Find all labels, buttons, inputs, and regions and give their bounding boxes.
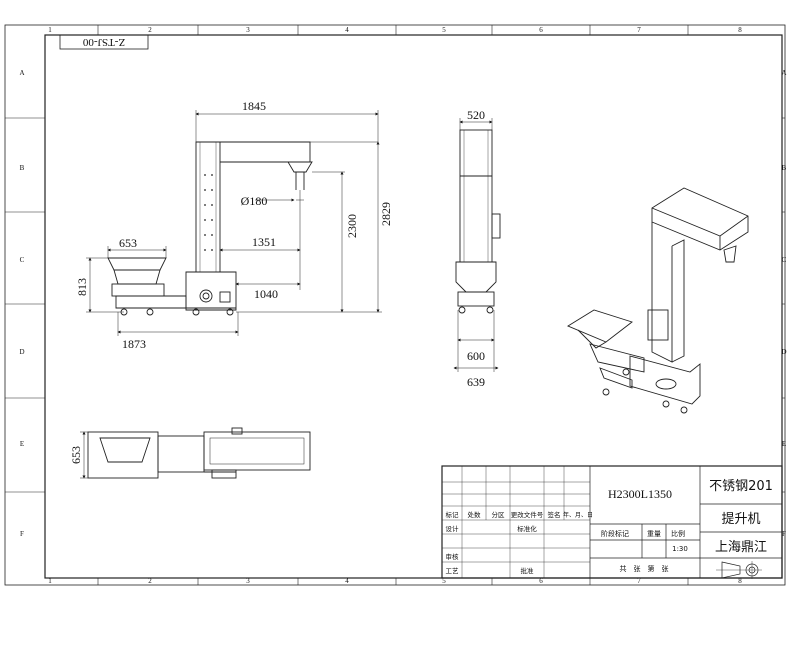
projection-symbol-icon — [716, 561, 762, 579]
drawing-number-box — [59, 34, 149, 50]
column-grid — [5, 25, 785, 585]
row-label: D — [781, 348, 786, 356]
col-label: 6 — [539, 26, 543, 34]
row-label: B — [782, 164, 787, 172]
col-label: 3 — [246, 577, 250, 585]
col-label: 4 — [345, 26, 349, 34]
tb-stage: 阶段标记 — [601, 529, 629, 538]
side-dimension-text: 520 600 639 — [467, 108, 485, 389]
drawing-number: Z-TSJ-00 — [82, 36, 125, 48]
dim-2829: 2829 — [379, 202, 393, 226]
dim-1845: 1845 — [242, 99, 266, 113]
dim-2300: 2300 — [345, 214, 359, 238]
row-label: D — [19, 348, 24, 356]
tb-review: 审核 — [446, 552, 460, 561]
row-label: A — [19, 69, 24, 77]
front-view-rivets — [204, 174, 213, 251]
row-label: A — [781, 69, 786, 77]
row-label: F — [782, 530, 786, 538]
tb-material: 不锈钢201 — [709, 479, 773, 494]
row-label: B — [20, 164, 25, 172]
title-block — [441, 465, 783, 579]
col-label: 6 — [539, 577, 543, 585]
row-label: C — [782, 256, 787, 264]
inner-border — [44, 34, 783, 579]
side-view — [455, 129, 501, 314]
col-label: 2 — [148, 26, 152, 34]
tb-zone: 分区 — [492, 510, 506, 519]
col-label: 2 — [148, 577, 152, 585]
tb-approve: 批准 — [521, 566, 535, 575]
tb-date: 年、月、日 — [563, 511, 593, 519]
tb-process: 工艺 — [446, 567, 460, 575]
dim-520: 520 — [467, 108, 485, 122]
plan-view — [87, 427, 311, 479]
dim-600: 600 — [467, 349, 485, 363]
tb-scale: 1:30 — [672, 545, 688, 553]
tb-sign: 签名 — [548, 510, 561, 519]
col-label: 1 — [48, 577, 52, 585]
tb-design: 设计 — [446, 524, 460, 533]
tb-doc: 更改文件号 — [511, 510, 544, 519]
dim-1351: 1351 — [252, 235, 276, 249]
column-labels-top: 1 2 3 4 5 6 7 8 — [48, 26, 742, 34]
col-label: 3 — [246, 26, 250, 34]
tb-mark: 标记 — [446, 510, 460, 519]
col-label: 7 — [637, 26, 641, 34]
front-dimension-text: 1845 Ø180 1351 653 1040 1873 813 2300 28… — [75, 99, 393, 351]
col-label: 1 — [48, 26, 52, 34]
dim-plan-653: 653 — [69, 446, 83, 464]
col-label: 7 — [637, 577, 641, 585]
tb-ratio: 比例 — [671, 529, 685, 538]
front-dimension-lines — [86, 110, 382, 336]
column-labels-bottom: 1 2 3 4 5 6 7 8 — [48, 577, 742, 585]
col-label: 4 — [345, 577, 349, 585]
col-label: 8 — [738, 577, 742, 585]
dim-1873: 1873 — [122, 337, 146, 351]
isometric-view — [567, 187, 749, 414]
title-block-text: 标记 处数 分区 更改文件号 签名 年、月、日 设计 标准化 审核 工艺 批准 … — [446, 479, 773, 575]
dim-1040: 1040 — [254, 287, 278, 301]
front-view — [107, 141, 313, 316]
tb-product: 提升机 — [721, 511, 760, 527]
outer-border — [4, 24, 786, 586]
row-labels-right: A B C D E F — [781, 69, 786, 538]
row-label: F — [20, 530, 24, 538]
tb-company: 上海鼎江 — [715, 540, 767, 555]
col-label: 5 — [442, 26, 446, 34]
row-label: C — [20, 256, 25, 264]
tb-weight: 重量 — [647, 530, 661, 538]
plan-dimension — [80, 431, 88, 479]
row-labels-left: A B C D E F — [19, 69, 24, 538]
side-dimension-lines — [453, 118, 499, 372]
dim-639: 639 — [467, 375, 485, 389]
col-label: 5 — [442, 577, 446, 585]
tb-sheets: 共 张 第 张 — [620, 564, 669, 573]
dim-dia: Ø180 — [241, 194, 268, 208]
tb-standard: 标准化 — [517, 524, 537, 533]
col-label: 8 — [738, 26, 742, 34]
row-label: E — [20, 440, 24, 448]
row-label: E — [782, 440, 786, 448]
dim-813: 813 — [75, 278, 89, 296]
tb-count: 处数 — [468, 510, 482, 519]
tb-model: H2300L1350 — [608, 487, 672, 501]
dim-653: 653 — [119, 236, 137, 250]
